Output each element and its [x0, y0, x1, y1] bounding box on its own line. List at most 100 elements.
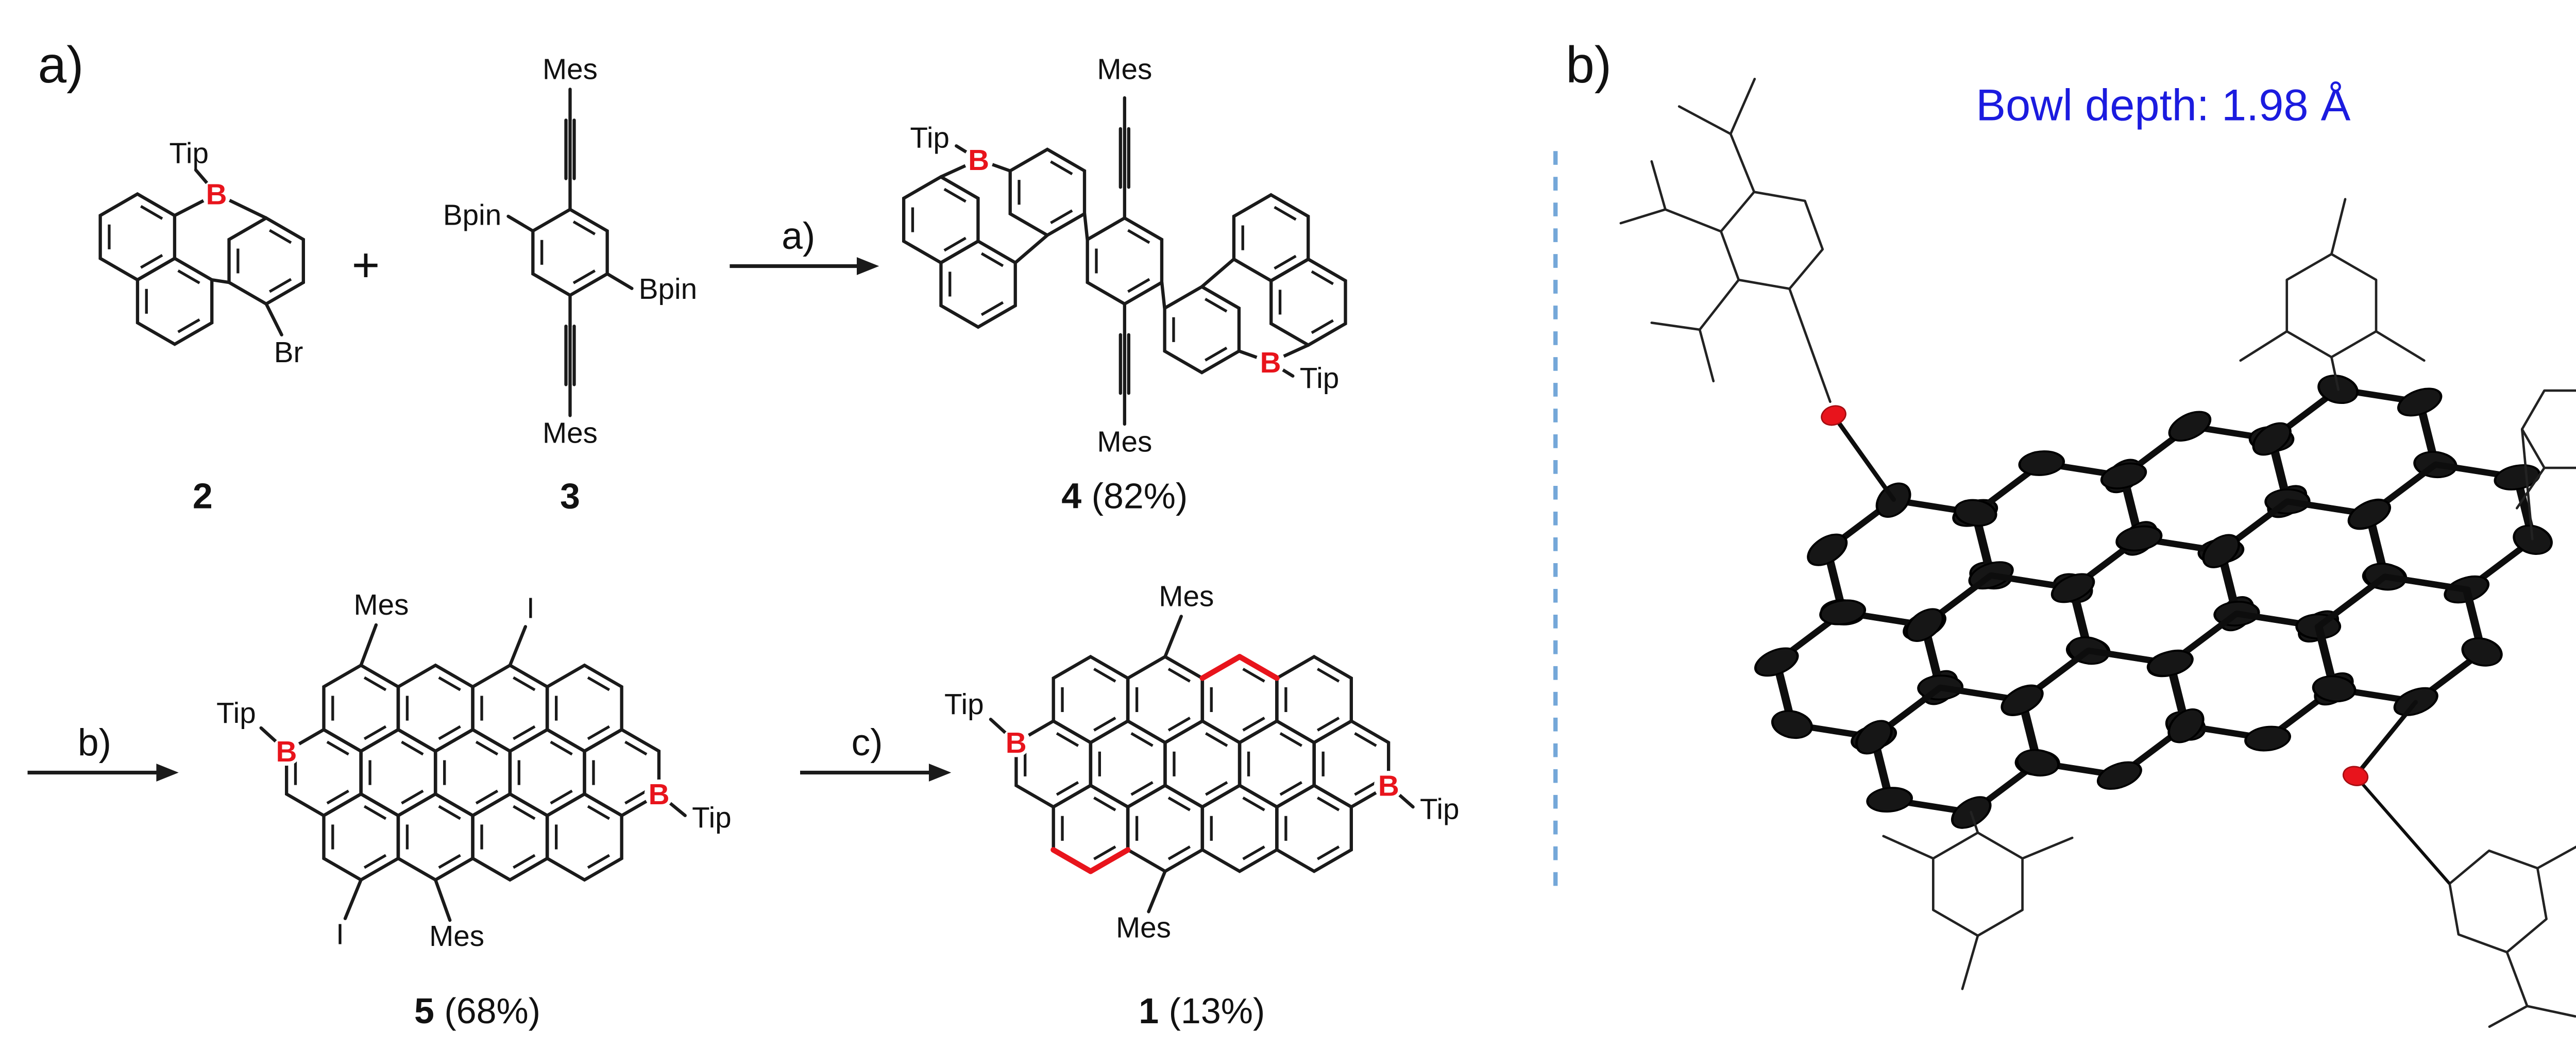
substituent-ring-lines	[2520, 389, 2576, 469]
double-bond-tick	[624, 740, 648, 756]
carbon-ellipsoid	[2100, 462, 2147, 489]
double-bond-tick	[1274, 206, 1297, 221]
boron-label: B	[968, 144, 989, 177]
double-bond-tick	[1242, 845, 1265, 860]
arrow-head	[156, 764, 179, 782]
compound-yield: (82%)	[1081, 476, 1188, 516]
double-bond-tick	[1205, 781, 1228, 796]
bond	[210, 278, 231, 284]
carbon-ellipsoid	[2096, 761, 2142, 790]
benzene-ring	[546, 792, 623, 882]
bond	[1163, 615, 1183, 658]
double-bond-tick	[980, 301, 1004, 316]
substituent-lines	[2505, 951, 2576, 1018]
double-bond-tick	[268, 229, 292, 244]
label-mask	[201, 179, 231, 209]
double-bond-tick	[438, 725, 461, 740]
bond	[1083, 212, 1089, 242]
double-bond-tick	[326, 789, 349, 805]
double-bond-tick	[1056, 781, 1079, 796]
benzene-ring	[531, 207, 609, 297]
double-bond-tick	[1167, 796, 1191, 811]
arrow-b: b)	[27, 721, 179, 782]
double-bond-tick	[1311, 319, 1334, 334]
iodine-label: I	[336, 919, 344, 951]
bond	[506, 214, 535, 233]
substituent-lines	[2021, 836, 2074, 860]
benzene-ring	[1163, 284, 1241, 375]
label-mask	[272, 736, 301, 766]
tip-label: Tip	[169, 138, 209, 170]
double-bond-tick	[1316, 668, 1340, 683]
substituent-lines	[2488, 1005, 2529, 1028]
panel-a-label: a)	[38, 37, 84, 94]
substituent-lines	[2375, 330, 2426, 362]
label-mask	[1001, 727, 1031, 757]
benzene-ring	[1163, 719, 1242, 809]
compound-number: 3	[560, 476, 580, 516]
benzene-ring	[98, 192, 177, 282]
double-bond-tick	[1093, 845, 1116, 860]
double-bond-tick	[363, 854, 387, 869]
double-bond-tick	[1127, 229, 1150, 244]
substituent-lines	[1664, 208, 1722, 233]
benzene-ring	[1089, 719, 1167, 809]
double-bond-tick	[1354, 781, 1377, 796]
double-bond-tick	[980, 252, 1004, 267]
double-bond-tick	[177, 269, 200, 284]
carbon-ellipsoid	[2147, 650, 2194, 677]
arrow-c-label: c)	[851, 721, 883, 764]
substituent-lines	[1788, 287, 1832, 403]
benzene-ring	[471, 663, 549, 753]
benzene-ring	[396, 663, 474, 753]
double-bond-tick	[1167, 668, 1191, 683]
benzene-ring	[508, 727, 586, 818]
carbon-ellipsoid	[2494, 464, 2541, 490]
substituent-lines	[2520, 428, 2534, 540]
mes-label: Mes	[429, 920, 484, 953]
double-bond-tick	[1050, 209, 1073, 225]
mes-label: Mes	[1097, 53, 1152, 86]
double-bond-tick	[1311, 270, 1334, 285]
carbon-ellipsoid	[1855, 720, 1893, 755]
plus-sign: +	[352, 238, 380, 292]
benzene-ring	[471, 792, 549, 882]
mes-label: Mes	[543, 417, 598, 450]
arrow-head	[856, 257, 879, 275]
carbon-ellipsoid	[2397, 387, 2443, 417]
substituent-lines	[2515, 466, 2546, 510]
mes-label: Mes	[1159, 580, 1214, 613]
substituent-ring-lines	[1720, 191, 1824, 290]
bond	[1160, 280, 1166, 310]
double-bond-tick	[268, 278, 292, 293]
tip-label: Tip	[216, 697, 256, 730]
carbon-ellipsoid	[2167, 708, 2205, 743]
substituent-lines	[2330, 198, 2347, 256]
carbon-ellipsoid	[2461, 637, 2503, 667]
benzene-ring	[322, 663, 400, 753]
double-bond-tick	[572, 221, 596, 235]
ortep-core	[1754, 375, 2553, 829]
carbon-ellipsoid	[2015, 749, 2060, 777]
arrow-a-label: a)	[782, 215, 815, 257]
benzene-ring	[1232, 193, 1310, 283]
double-bond-tick	[1167, 717, 1191, 732]
double-bond-tick	[513, 676, 536, 691]
substituent-ring-lines	[1931, 831, 2024, 937]
compound-yield: (13%)	[1159, 991, 1265, 1031]
tip-label: Tip	[910, 122, 950, 155]
double-bond-tick	[140, 205, 163, 220]
carbon-ellipsoid	[2168, 411, 2212, 442]
carbon-ellipsoid	[1905, 608, 1944, 642]
compound-4-number: 4 (82%)	[1061, 476, 1188, 516]
benzene-ring	[1200, 783, 1279, 873]
double-bond-tick	[624, 789, 648, 805]
bond	[1200, 258, 1235, 289]
xray-crystal-structure	[1619, 77, 2576, 1028]
tip-label: Tip	[1300, 362, 1340, 395]
double-bond-tick	[438, 805, 461, 820]
double-bond-tick	[513, 725, 536, 740]
